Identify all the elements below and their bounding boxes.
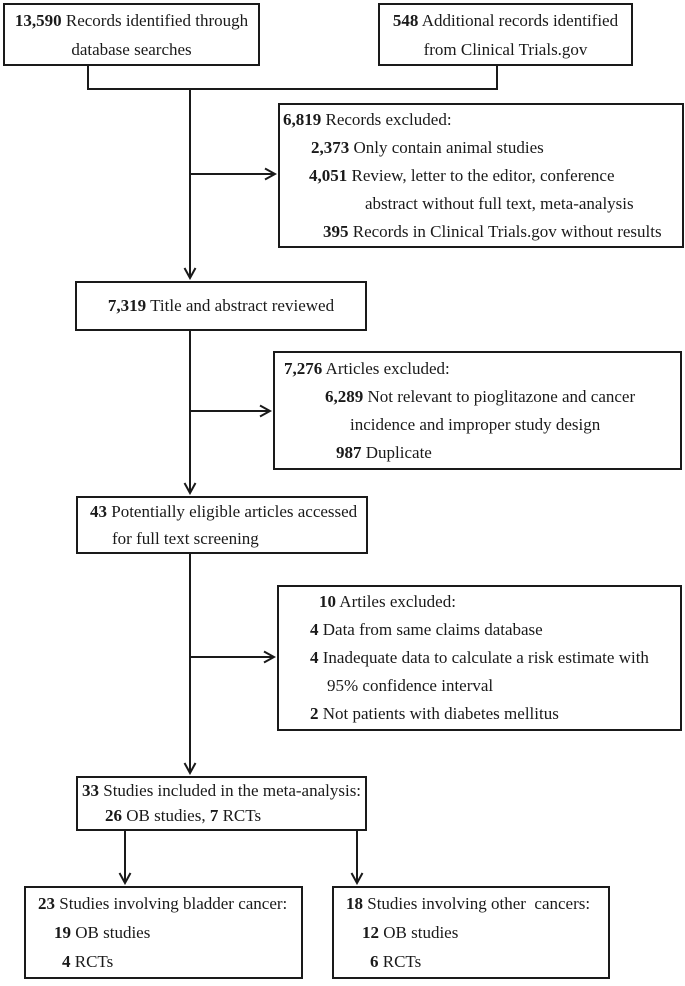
line-text: for full text screening [112,529,259,548]
box-line: 26 OB studies, 7 RCTs [78,803,365,828]
box-line: 12 OB studies [334,918,608,947]
box-line: 987 Duplicate [275,439,680,467]
box-potentially-eligible: 43 Potentially eligible articles accesse… [76,496,368,554]
count: 12 [362,923,379,942]
count: 7,276 [284,359,323,378]
box-records-excluded: 6,819 Records excluded: 2,373 Only conta… [278,103,684,248]
line-text: Records identified through [61,11,249,30]
count: 7 [209,806,219,825]
count: 6,289 [325,387,364,406]
box-bladder-cancer-studies: 23 Studies involving bladder cancer: 19 … [24,886,303,979]
box-line: 10 Artiles excluded: [279,588,680,616]
count: 395 [323,222,349,241]
line-text: 95% confidence interval [327,676,494,695]
box-line: 6,819 Records excluded: [280,106,682,134]
box-title-abstract-reviewed: 7,319 Title and abstract reviewed [75,281,367,331]
box-records-identified: 13,590 Records identified through databa… [3,3,260,66]
count: 987 [336,443,362,462]
count: 7,319 [107,296,147,315]
line-text: RCTs [70,952,114,971]
count: 2,373 [311,138,350,157]
count: 6 [370,952,379,971]
line-text: Studies included in the meta-analysis: [99,781,362,800]
line-text: Data from same claims database [318,620,543,639]
line-text: Duplicate [361,443,432,462]
box-line: incidence and improper study design [275,411,680,439]
box-line: 7,319 Title and abstract reviewed [77,283,365,329]
box-other-cancer-studies: 18 Studies involving other cancers: 12 O… [332,886,610,979]
box-line: 43 Potentially eligible articles accesse… [78,498,366,525]
line-text: Studies involving bladder cancer: [55,894,288,913]
count: 43 [90,502,107,521]
line-text: Not relevant to pioglitazone and cancer [363,387,636,406]
box-line: 6 RCTs [334,947,608,976]
line-text: Articles excluded: [322,359,450,378]
box-articles-excluded: 7,276 Articles excluded: 6,289 Not relev… [273,351,682,470]
line-text: Records in Clinical Trials.gov without r… [348,222,662,241]
box-line: 4 Inadequate data to calculate a risk es… [279,644,680,672]
box-line: 2,373 Only contain animal studies [280,134,682,162]
box-line: 395 Records in Clinical Trials.gov witho… [280,218,682,246]
line-text: OB studies [71,923,151,942]
line-text: Records excluded: [321,110,452,129]
count: 4 [310,648,319,667]
box-line: abstract without full text, meta-analysi… [280,190,682,218]
count: 33 [82,781,99,800]
box-line: 4,051 Review, letter to the editor, conf… [280,162,682,190]
line-text: Potentially eligible articles accessed [107,502,358,521]
line-text: from Clinical Trials.gov [423,40,588,59]
line-text: Inadequate data to calculate a risk esti… [318,648,649,667]
line-text: Additional records identified [418,11,619,30]
count: 26 [105,806,122,825]
line-text: Title and abstract reviewed [146,296,335,315]
box-line: for full text screening [78,525,366,552]
line-text: RCTs [218,806,262,825]
line-text: database searches [71,40,192,59]
box-line: 19 OB studies [26,918,301,947]
box-line: 4 RCTs [26,947,301,976]
box-line: 548 Additional records identified [380,6,631,35]
box-line: 4 Data from same claims database [279,616,680,644]
line-text: Artiles excluded: [336,592,456,611]
box-line: 7,276 Articles excluded: [275,355,680,383]
count: 2 [310,704,319,723]
box-fulltext-excluded: 10 Artiles excluded: 4 Data from same cl… [277,585,682,731]
box-studies-included: 33 Studies included in the meta-analysis… [76,776,367,831]
box-line: 23 Studies involving bladder cancer: [26,889,301,918]
count: 4 [310,620,319,639]
box-additional-records: 548 Additional records identified from C… [378,3,633,66]
box-line: 13,590 Records identified through [5,6,258,35]
box-line: 2 Not patients with diabetes mellitus [279,700,680,728]
box-line: database searches [5,35,258,64]
connector-top-junction [87,65,498,90]
line-text: incidence and improper study design [350,415,601,434]
line-text: Studies involving other cancers: [363,894,591,913]
count: 548 [392,11,419,30]
line-text: RCTs [378,952,422,971]
line-text: OB studies, [122,806,210,825]
count: 23 [38,894,55,913]
count: 10 [319,592,336,611]
line-text: Review, letter to the editor, conference [347,166,615,185]
line-text: Only contain animal studies [349,138,544,157]
count: 4,051 [309,166,348,185]
box-line: from Clinical Trials.gov [380,35,631,64]
count: 18 [346,894,363,913]
count: 19 [54,923,71,942]
count: 6,819 [283,110,322,129]
line-text: abstract without full text, meta-analysi… [365,194,634,213]
count: 4 [62,952,71,971]
box-line: 6,289 Not relevant to pioglitazone and c… [275,383,680,411]
line-text: Not patients with diabetes mellitus [318,704,559,723]
box-line: 33 Studies included in the meta-analysis… [78,778,365,803]
line-text: OB studies [379,923,459,942]
box-line: 18 Studies involving other cancers: [334,889,608,918]
count: 13,590 [14,11,62,30]
box-line: 95% confidence interval [279,672,680,700]
